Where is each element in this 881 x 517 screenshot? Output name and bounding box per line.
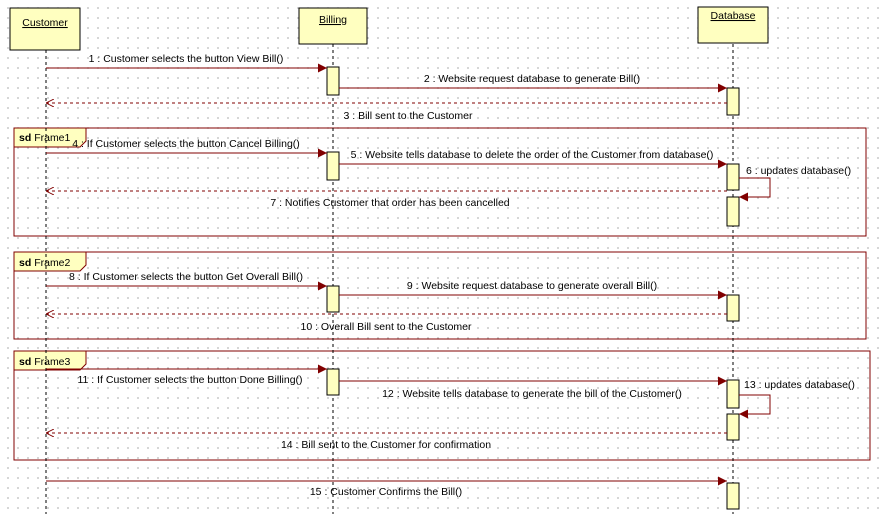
- message-8[interactable]: 8 : If Customer selects the button Get O…: [46, 271, 327, 291]
- message-6[interactable]: 6 : updates database(): [739, 165, 851, 202]
- frame-2-title: sd Frame2: [19, 257, 71, 269]
- message-1-label: 1 : Customer selects the button View Bil…: [89, 53, 284, 65]
- message-14[interactable]: 14 : Bill sent to the Customer for confi…: [46, 433, 727, 451]
- message-2-label: 2 : Website request database to generate…: [424, 73, 640, 85]
- message-7-label: 7 : Notifies Customer that order has bee…: [270, 197, 509, 209]
- message-15-label: 15 : Customer Confirms the Bill(): [310, 486, 462, 498]
- message-10-label: 10 : Overall Bill sent to the Customer: [301, 321, 472, 333]
- activation-billing-2: [326, 151, 340, 181]
- message-13[interactable]: 13 : updates database(): [739, 379, 855, 419]
- frame-1-title: sd Frame1: [19, 132, 71, 144]
- frame-1[interactable]: sd Frame1: [13, 127, 867, 237]
- message-9[interactable]: 9 : Website request database to generate…: [339, 280, 727, 300]
- message-15[interactable]: 15 : Customer Confirms the Bill(): [46, 476, 727, 498]
- activation-database-3: [726, 196, 740, 227]
- lifeline-billing-label: Billing: [319, 14, 347, 26]
- message-5[interactable]: 5 : Website tells database to delete the…: [339, 149, 727, 169]
- message-9-label: 9 : Website request database to generate…: [407, 280, 657, 292]
- message-13-label: 13 : updates database(): [744, 379, 855, 391]
- message-3-label: 3 : Bill sent to the Customer: [344, 110, 473, 122]
- activation-billing-4: [326, 368, 340, 396]
- lifeline-database[interactable]: Database: [697, 6, 769, 44]
- message-5-label: 5 : Website tells database to delete the…: [351, 149, 714, 161]
- message-12[interactable]: 12 : Website tells database to generate …: [339, 376, 727, 400]
- activation-billing-3: [326, 285, 340, 313]
- frame-3[interactable]: sd Frame3: [13, 350, 871, 461]
- lifeline-customer-label: Customer: [22, 17, 68, 29]
- activation-database-6: [726, 413, 740, 441]
- message-4[interactable]: 4 : If Customer selects the button Cance…: [46, 138, 327, 158]
- message-10[interactable]: 10 : Overall Bill sent to the Customer: [46, 314, 727, 333]
- activation-database-7: [726, 482, 740, 510]
- message-1[interactable]: 1 : Customer selects the button View Bil…: [46, 53, 327, 73]
- lifeline-customer[interactable]: Customer: [9, 7, 81, 51]
- message-8-label: 8 : If Customer selects the button Get O…: [69, 271, 303, 283]
- message-11[interactable]: 11 : If Customer selects the button Done…: [46, 364, 327, 386]
- activation-database-4: [726, 294, 740, 322]
- message-3[interactable]: 3 : Bill sent to the Customer: [46, 103, 727, 122]
- frame-2[interactable]: sd Frame2: [13, 251, 867, 340]
- lifeline-database-label: Database: [711, 10, 756, 22]
- activation-database-5: [726, 379, 740, 409]
- message-14-label: 14 : Bill sent to the Customer for confi…: [281, 439, 491, 451]
- message-6-label: 6 : updates database(): [746, 165, 851, 177]
- activation-database-2: [726, 163, 740, 191]
- message-12-label: 12 : Website tells database to generate …: [382, 388, 682, 400]
- activation-bars: [326, 66, 740, 510]
- message-7[interactable]: 7 : Notifies Customer that order has bee…: [46, 191, 727, 209]
- activation-database-1: [726, 87, 740, 116]
- message-11-label: 11 : If Customer selects the button Done…: [77, 374, 302, 386]
- message-2[interactable]: 2 : Website request database to generate…: [339, 73, 727, 93]
- message-4-label: 4 : If Customer selects the button Cance…: [72, 138, 300, 150]
- activation-billing-1: [326, 66, 340, 96]
- lifeline-billing[interactable]: Billing: [298, 7, 368, 45]
- frame-3-title: sd Frame3: [19, 356, 71, 368]
